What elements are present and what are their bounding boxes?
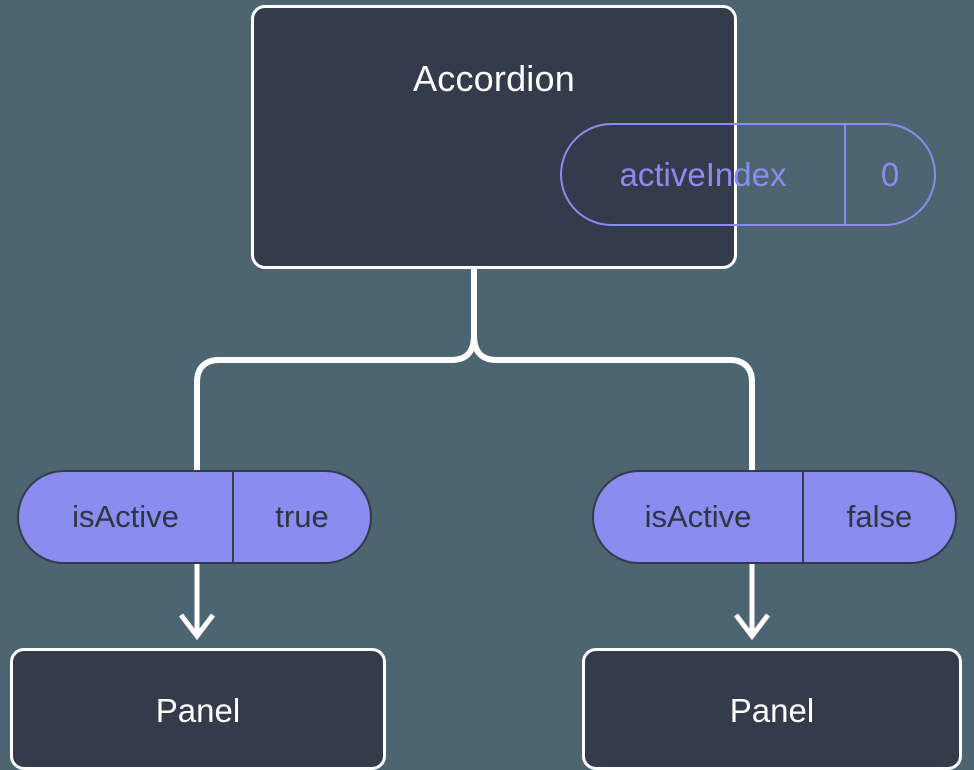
prop-pill-is-active-false[interactable]: isActive false: [592, 470, 957, 564]
prop-pill-left-key: isActive: [19, 472, 234, 562]
state-pill-key: activeIndex: [562, 125, 846, 224]
component-card-panel-left[interactable]: Panel: [10, 648, 386, 770]
accordion-title: Accordion: [413, 58, 575, 99]
arrow-left-head-icon: [179, 613, 215, 641]
fork-left-connector: [194, 335, 477, 470]
state-pill-value: 0: [880, 155, 900, 193]
prop-pill-is-active-true[interactable]: isActive true: [17, 470, 372, 564]
prop-pill-right-value: false: [846, 499, 913, 534]
component-card-accordion[interactable]: Accordion activeIndex 0: [251, 5, 936, 269]
arrow-right-head-icon: [734, 613, 770, 641]
component-card-panel-right[interactable]: Panel: [582, 648, 962, 770]
panel-right-title: Panel: [729, 692, 815, 729]
prop-pill-right-key: isActive: [594, 472, 804, 562]
prop-pill-left-value: true: [275, 499, 329, 534]
state-pill-active-index[interactable]: activeIndex 0: [560, 123, 936, 226]
fork-right-connector: [471, 335, 755, 470]
panel-left-title: Panel: [155, 692, 241, 729]
